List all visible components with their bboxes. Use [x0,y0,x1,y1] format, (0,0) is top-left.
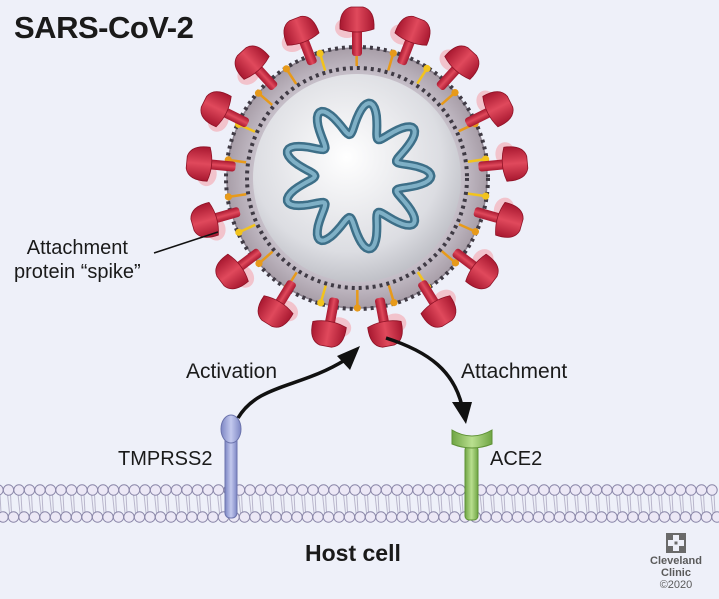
spike-label-line2: protein “spike” [14,261,141,283]
cleveland-clinic-mark-icon [666,533,686,553]
envelope-inner-dots [245,66,469,290]
tmprss2-label: TMPRSS2 [118,448,213,470]
activation-arrow [236,346,360,419]
tmprss2-receptor [220,414,242,519]
spike-label: Attachment protein “spike” [14,236,141,284]
spike-proteins [185,6,529,348]
logo-line2: Clinic [661,567,691,579]
ace2-receptor [451,429,493,521]
host-cell-membrane [0,484,719,523]
spike-label-pointer [153,231,219,254]
ace2-label: ACE2 [490,448,543,470]
logo-line1: Cleveland [650,555,702,567]
attachment-arrow [385,336,472,424]
logo-copyright: ©2020 [659,579,693,591]
activation-label: Activation [186,360,278,383]
attachment-label: Attachment [461,360,568,383]
cleveland-clinic-logo: Cleveland Clinic ©2020 [645,533,707,592]
viral-rna-highlight [285,101,433,251]
virus-particle [185,6,529,348]
spike-label-line1: Attachment [26,237,128,259]
diagram-title: SARS-CoV-2 [14,10,194,45]
host-cell-label: Host cell [305,540,401,566]
